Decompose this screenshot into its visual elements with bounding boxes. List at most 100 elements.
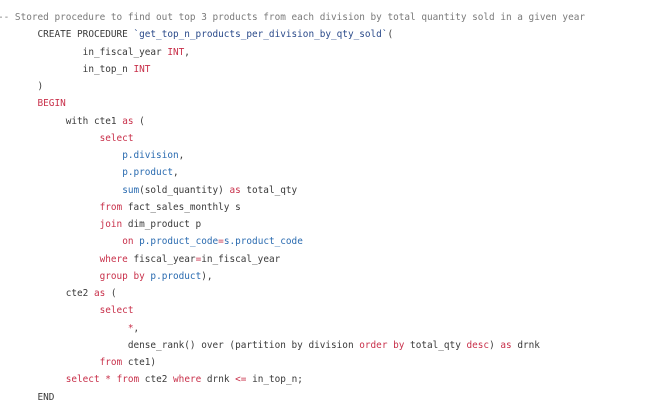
sql-keyword: as <box>93 288 106 299</box>
sql-keyword: as <box>229 184 241 196</box>
code-text: END <box>37 391 55 403</box>
code-text: ) <box>37 81 44 92</box>
code-line: select <box>0 302 585 319</box>
code-text: , <box>184 46 190 58</box>
code-text: , <box>173 167 179 179</box>
code-text: ( <box>133 115 145 127</box>
sql-keyword: group by <box>99 270 145 282</box>
code-indent <box>0 323 128 334</box>
code-text: , <box>178 150 185 161</box>
code-indent <box>0 202 100 213</box>
code-line: sum(sold_quantity) as total_qty <box>0 182 585 199</box>
code-indent <box>0 357 100 368</box>
code-indent <box>0 167 122 178</box>
sql-keyword: = <box>218 236 224 248</box>
code-indent <box>0 116 66 127</box>
sql-keyword: as <box>122 115 134 127</box>
code-line: ) <box>0 78 585 95</box>
code-indent <box>0 374 66 385</box>
sql-identifier: p.product <box>122 167 173 179</box>
code-text: fact_sales_monthly s <box>122 201 241 213</box>
code-indent <box>0 305 100 316</box>
code-line: END <box>0 389 585 406</box>
code-text: cte2 <box>139 374 174 386</box>
code-line: join dim_product p <box>0 216 585 233</box>
sql-keyword: select <box>99 132 134 144</box>
code-indent <box>0 219 100 230</box>
code-text: ), <box>201 270 213 282</box>
code-text: with cte1 <box>65 115 123 127</box>
code-text: drnk <box>511 339 540 351</box>
sql-keyword: BEGIN <box>37 98 66 110</box>
sql-keyword: join <box>99 219 123 230</box>
sql-keyword: select <box>65 374 100 386</box>
code-line: -- Stored procedure to find out top 3 pr… <box>0 9 585 26</box>
code-text: in_top_n; <box>246 374 303 386</box>
code-line: group by p.product), <box>0 268 585 285</box>
code-text: , <box>133 322 140 334</box>
sql-identifier: sum <box>122 184 140 196</box>
sql-identifier: s.product_code <box>223 236 303 248</box>
code-line: from cte1) <box>0 354 585 371</box>
sql-keyword: INT <box>133 63 151 75</box>
sql-keyword: on <box>122 236 134 248</box>
code-indent <box>0 392 38 403</box>
code-text: dense_rank() over (partition by division <box>127 339 360 351</box>
code-line: CREATE PROCEDURE `get_top_n_products_per… <box>0 26 585 43</box>
code-indent <box>0 288 66 299</box>
sql-identifier: p.division <box>122 150 179 161</box>
code-indent <box>0 185 122 196</box>
code-text: dim_product p <box>122 219 202 230</box>
code-indent <box>0 236 122 247</box>
code-line: select <box>0 130 585 147</box>
code-line: from fact_sales_monthly s <box>0 199 585 216</box>
sql-code-block: -- Stored procedure to find out top 3 pr… <box>0 9 585 406</box>
code-indent <box>0 150 122 161</box>
code-line: p.product, <box>0 164 585 181</box>
sql-identifier: p.product <box>150 270 202 282</box>
code-line: with cte1 as ( <box>0 113 585 130</box>
code-text: drnk <box>201 374 236 386</box>
sql-keyword: <= <box>235 374 247 386</box>
code-line: cte2 as ( <box>0 285 585 302</box>
code-indent <box>0 254 100 265</box>
sql-identifier: p.product_code <box>139 236 219 248</box>
code-text: in_fiscal_year <box>201 253 281 265</box>
sql-keyword: * <box>127 322 134 334</box>
code-text: cte2 <box>65 288 94 299</box>
code-indent <box>0 81 38 92</box>
code-indent <box>0 98 38 109</box>
code-text: CREATE PROCEDURE <box>37 29 134 41</box>
code-line: select * from cte2 where drnk <= in_top_… <box>0 371 585 388</box>
sql-keyword: as <box>500 339 512 351</box>
sql-keyword: where <box>173 374 202 386</box>
sql-keyword: desc <box>466 339 490 351</box>
code-line: where fiscal_year=in_fiscal_year <box>0 251 585 268</box>
sql-keyword: select <box>99 305 134 317</box>
sql-keyword: from <box>116 374 140 386</box>
sql-keyword: INT <box>167 46 185 58</box>
code-indent <box>0 133 100 144</box>
code-text: cte1) <box>122 357 157 368</box>
code-indent <box>0 47 83 58</box>
code-line: p.division, <box>0 147 585 164</box>
sql-keyword: where <box>99 253 128 265</box>
sql-keyword: = <box>195 253 202 265</box>
code-indent <box>0 64 83 75</box>
code-text: ( <box>105 288 117 299</box>
code-line: *, <box>0 320 585 337</box>
sql-keyword: from <box>99 357 123 368</box>
code-line: on p.product_code=s.product_code <box>0 233 585 250</box>
code-text: (sold_quantity) <box>139 184 230 196</box>
sql-keyword: from <box>99 201 123 213</box>
code-line: dense_rank() over (partition by division… <box>0 337 585 354</box>
code-line: BEGIN <box>0 95 585 112</box>
code-text: fiscal_year <box>127 253 196 265</box>
procedure-name: `get_top_n_products_per_division_by_qty_… <box>133 29 388 41</box>
code-text: ) <box>489 339 501 351</box>
code-indent <box>0 29 38 40</box>
code-text: ( <box>387 29 394 41</box>
code-line: in_fiscal_year INT, <box>0 44 585 61</box>
code-comment: -- Stored procedure to find out top 3 pr… <box>0 12 585 23</box>
code-line: in_top_n INT <box>0 61 585 78</box>
